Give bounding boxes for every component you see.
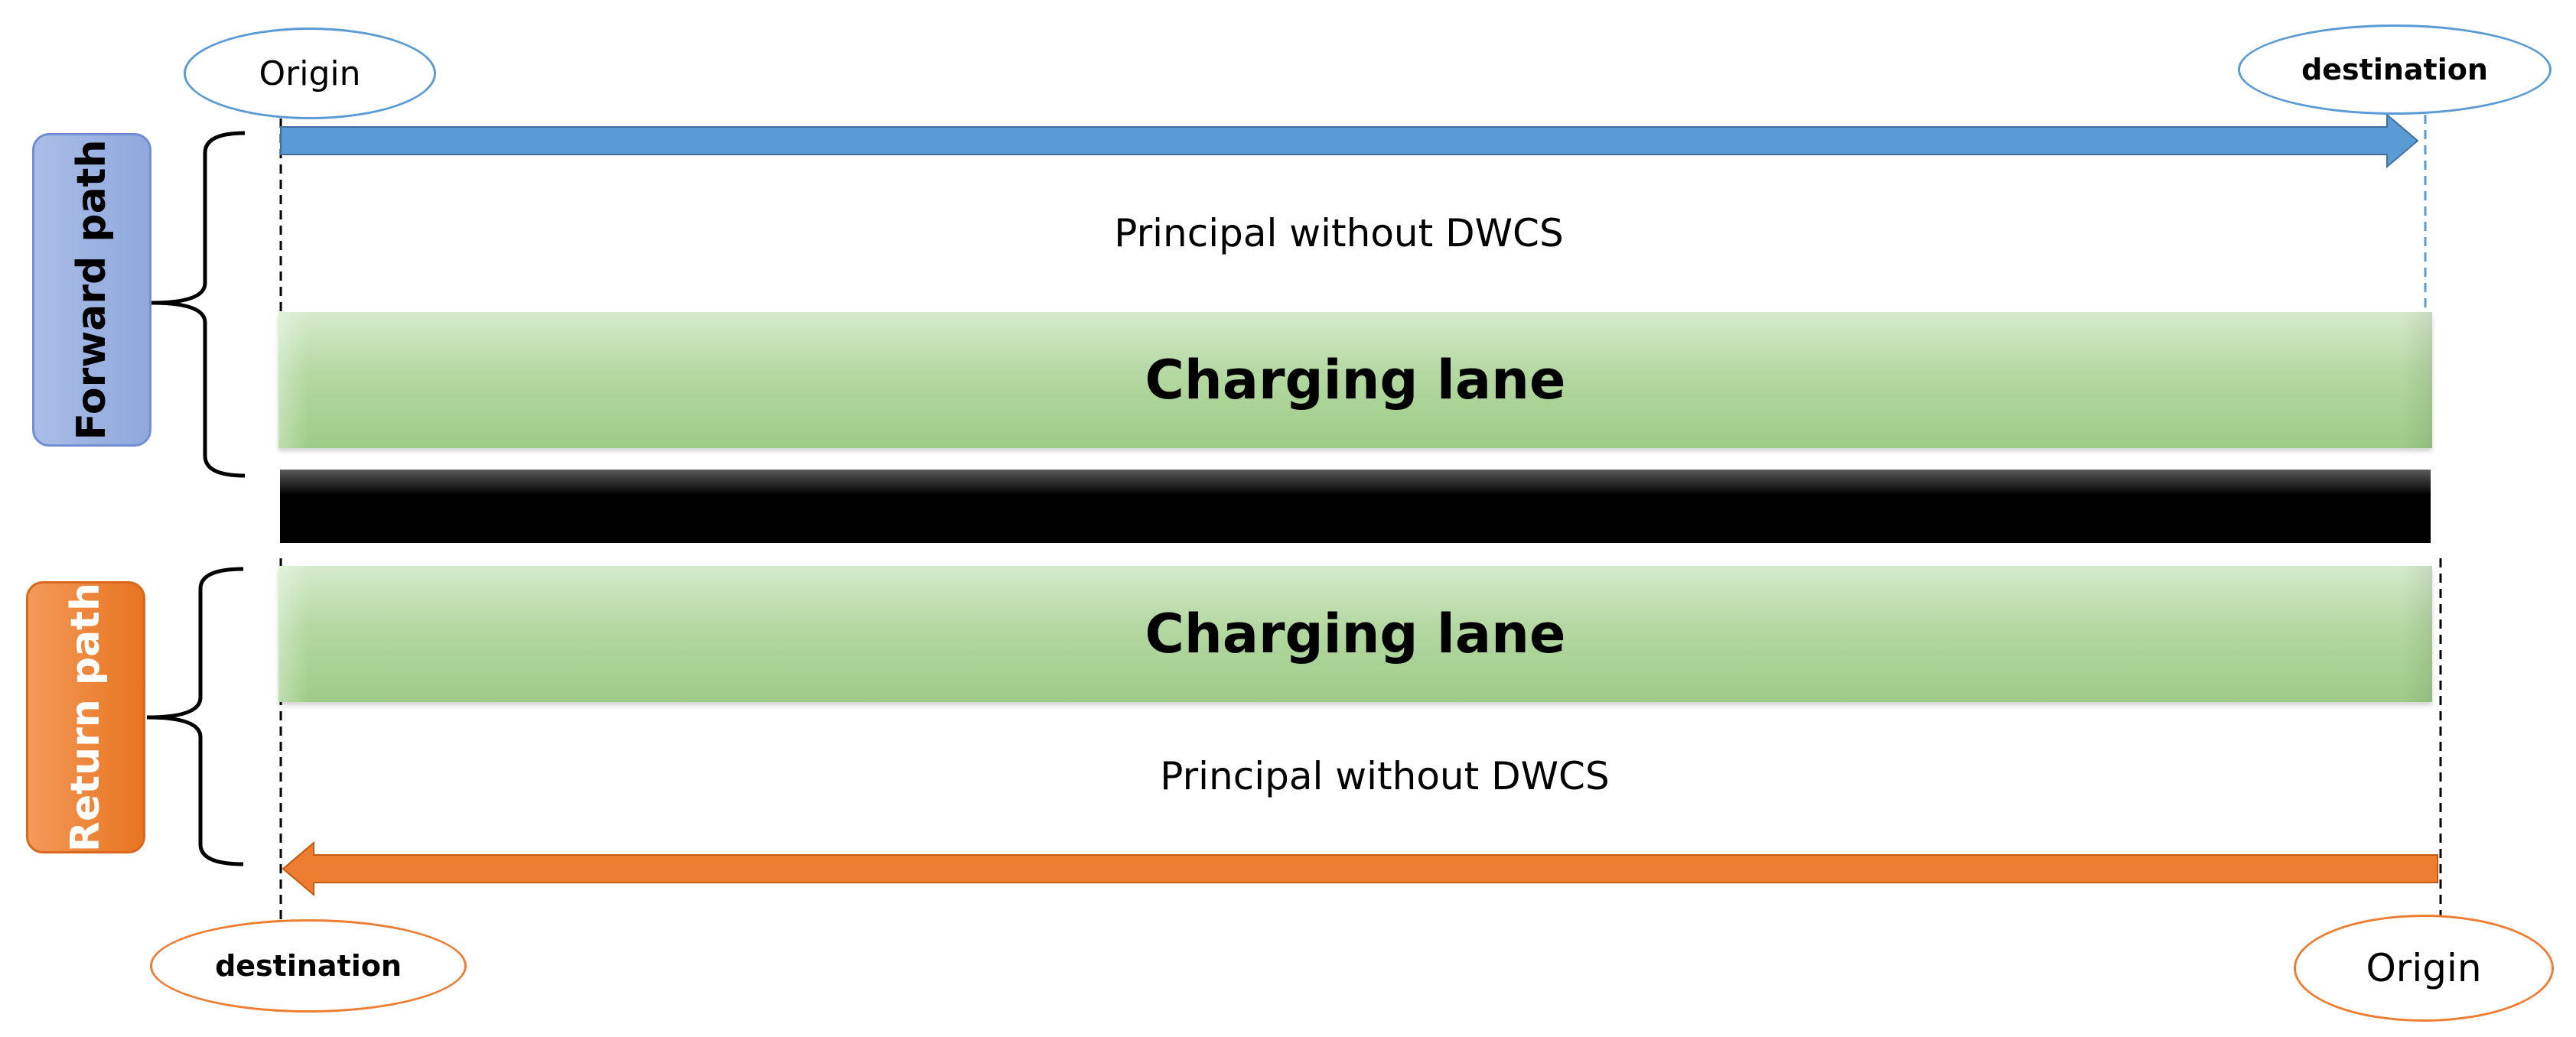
return-arrow: [282, 840, 2438, 897]
forward-origin-label: Origin: [259, 54, 361, 93]
return-origin-label: Origin: [2366, 946, 2482, 990]
return-charging-lane: Charging lane: [278, 566, 2432, 702]
forward-destination-ellipse: destination: [2238, 24, 2552, 115]
forward-path-box: Forward path: [32, 133, 151, 447]
forward-charging-lane-label: Charging lane: [1145, 349, 1566, 411]
forward-origin-ellipse: Origin: [184, 28, 436, 119]
return-brace: [146, 567, 244, 866]
return-origin-ellipse: Origin: [2294, 915, 2554, 1022]
forward-principal-caption: Principal without DWCS: [1114, 211, 1564, 255]
median-barrier: [280, 470, 2431, 543]
forward-charging-lane: Charging lane: [278, 312, 2432, 448]
return-destination-ellipse: destination: [150, 919, 467, 1013]
forward-brace: [151, 131, 246, 478]
forward-arrow: [280, 112, 2419, 169]
return-destination-label: destination: [215, 949, 402, 983]
return-charging-lane-label: Charging lane: [1145, 603, 1566, 665]
return-principal-caption: Principal without DWCS: [1160, 754, 1610, 798]
forward-destination-label: destination: [2301, 53, 2488, 86]
return-path-box: Return path: [26, 581, 145, 853]
